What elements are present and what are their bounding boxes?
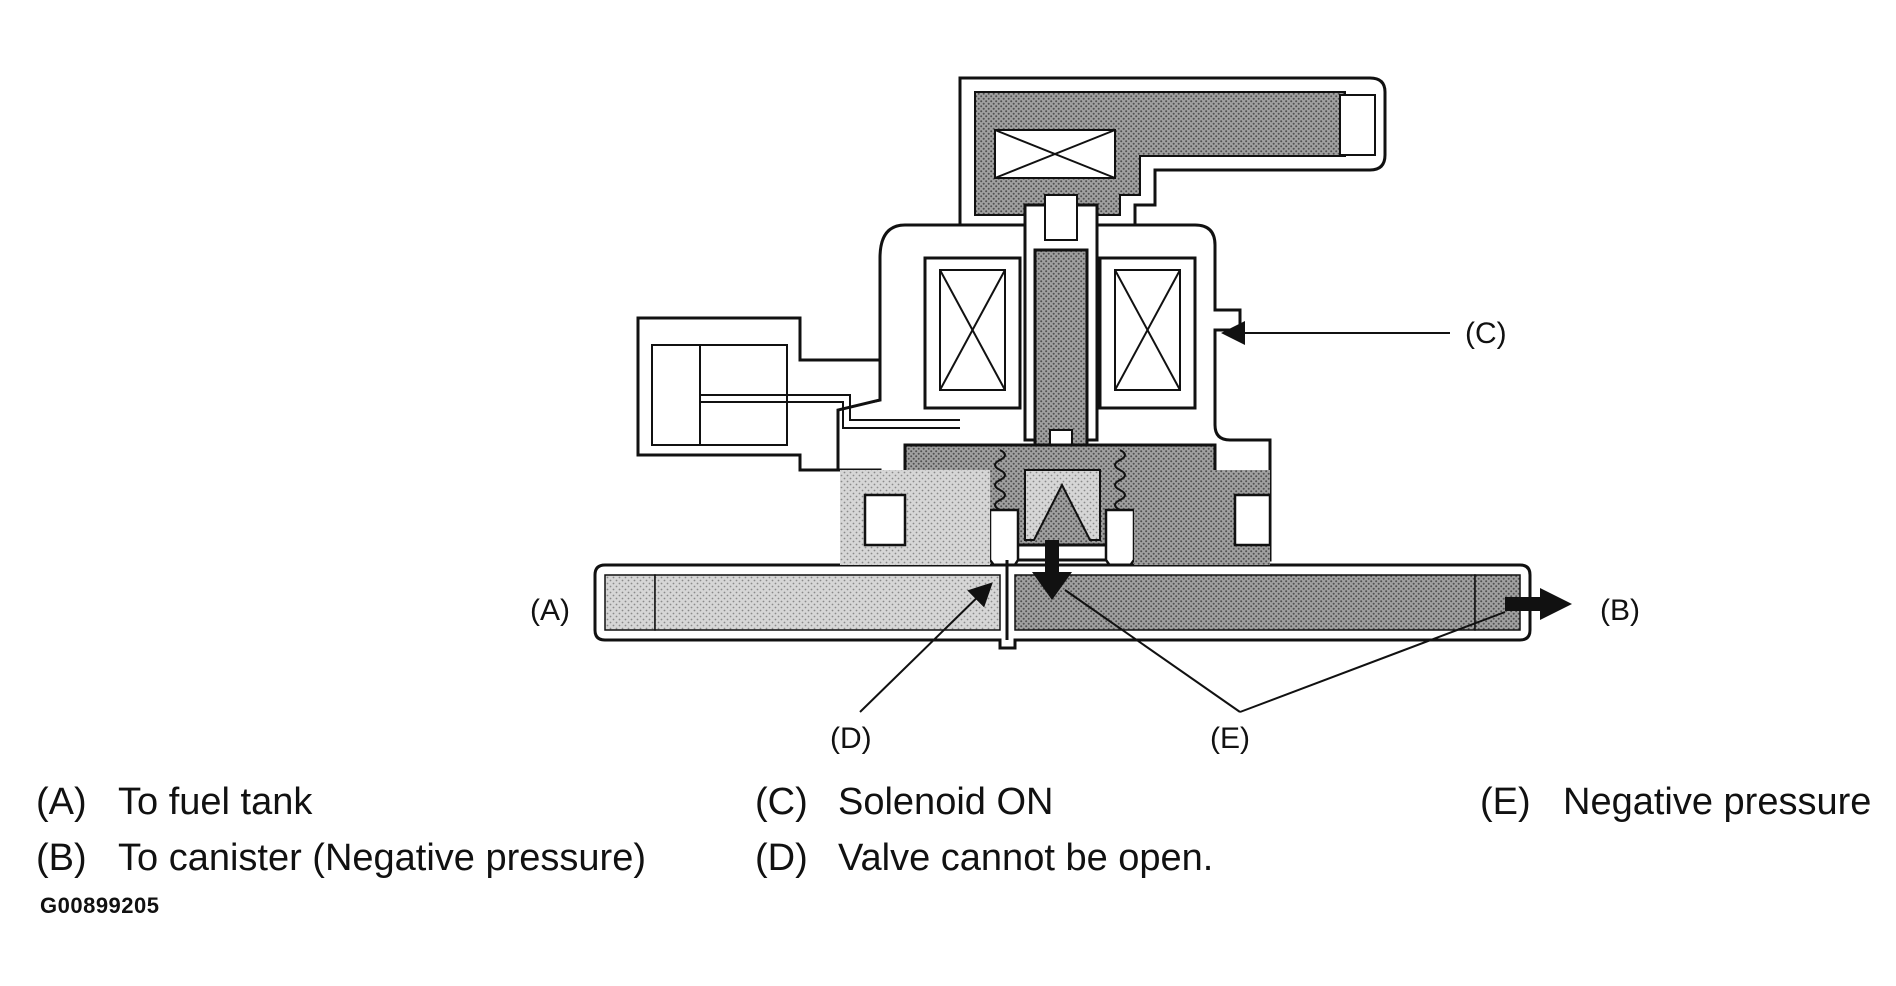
legend-text-b: To canister (Negative pressure) bbox=[118, 837, 646, 879]
callout-d: (D) bbox=[830, 722, 872, 755]
solenoid-coil-left bbox=[923, 256, 1022, 410]
legend-key-a: (A) bbox=[36, 781, 87, 823]
leader-lines bbox=[859, 321, 1506, 713]
legend-text-e: Negative pressure bbox=[1563, 781, 1872, 823]
legend-key-d: (D) bbox=[755, 837, 808, 879]
callout-b: (B) bbox=[1600, 594, 1640, 627]
legend-text-d: Valve cannot be open. bbox=[838, 837, 1214, 879]
legend-text-a: To fuel tank bbox=[118, 781, 313, 823]
electrical-connector bbox=[636, 316, 960, 472]
legend-key-e: (E) bbox=[1480, 781, 1531, 823]
legend-key-b: (B) bbox=[36, 837, 87, 879]
solenoid-coil-right bbox=[1098, 256, 1197, 410]
upper-coil bbox=[994, 129, 1116, 179]
valve-cross-section-diagram: (A) (B) (C) (D) (E) bbox=[530, 76, 1640, 755]
callout-e: (E) bbox=[1210, 722, 1250, 755]
legend-text-c: Solenoid ON bbox=[838, 781, 1054, 823]
side-bosses bbox=[863, 493, 1272, 547]
callout-a: (A) bbox=[530, 594, 570, 627]
figure-id: G00899205 bbox=[40, 893, 160, 918]
plunger-core bbox=[1023, 194, 1099, 461]
callout-c: (C) bbox=[1465, 317, 1507, 350]
flow-arrows bbox=[1032, 540, 1572, 620]
upper-housing bbox=[958, 76, 1387, 230]
legend-key-c: (C) bbox=[755, 781, 808, 823]
